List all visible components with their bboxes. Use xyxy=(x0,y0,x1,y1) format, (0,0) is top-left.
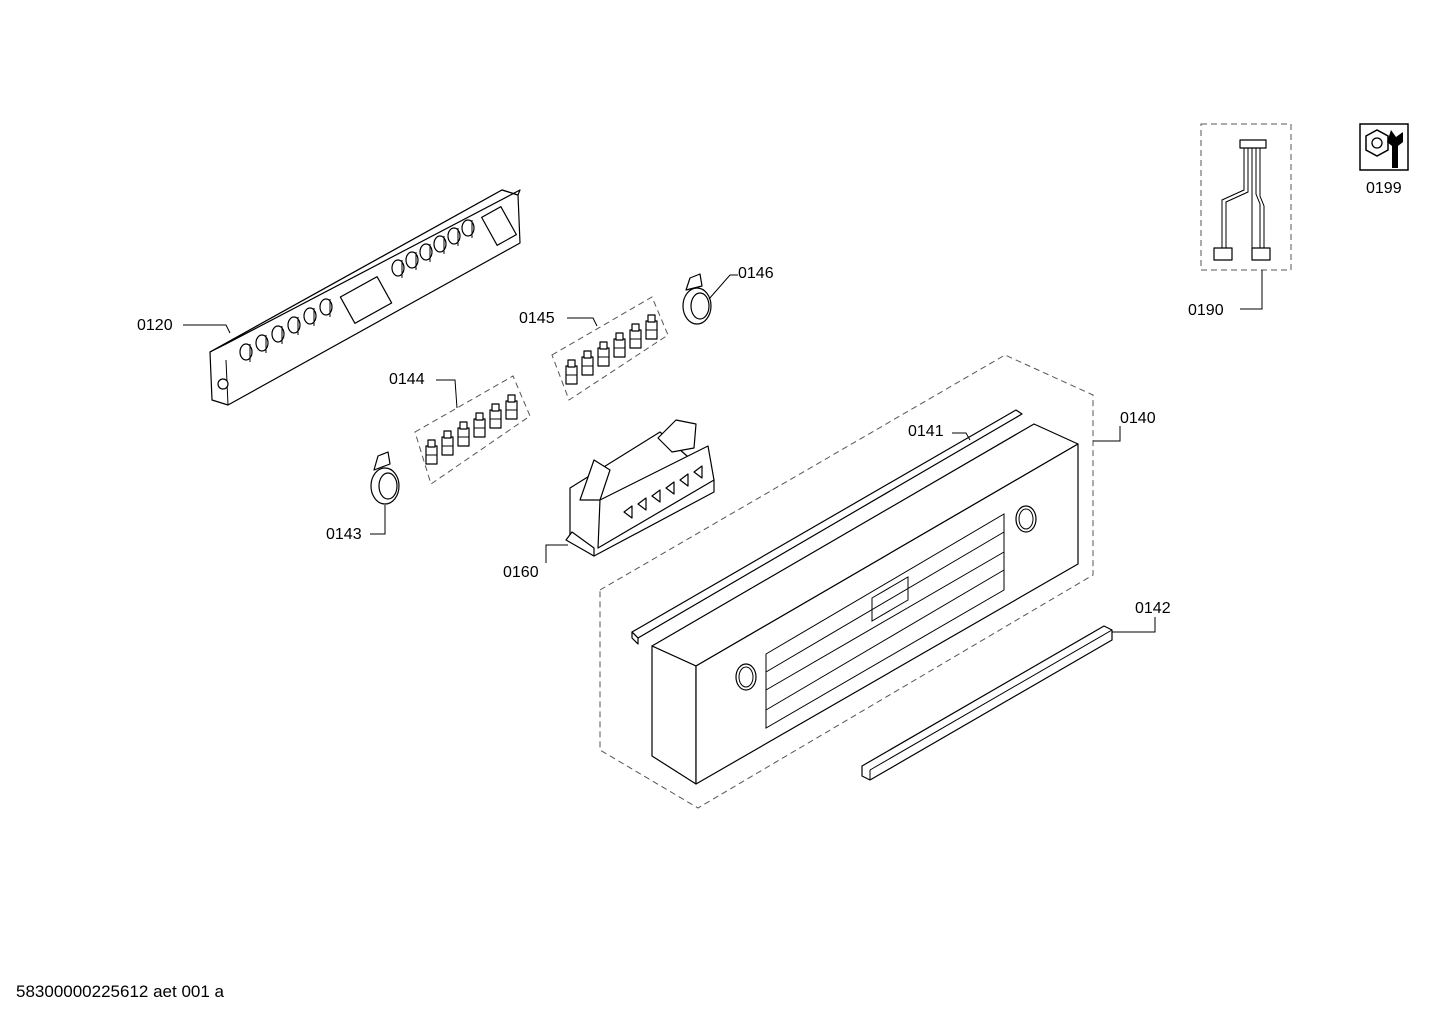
handle-rib xyxy=(693,465,703,479)
label-0190: 0190 xyxy=(1188,302,1224,319)
part-0160-handle[interactable] xyxy=(565,419,715,557)
label-0143: 0143 xyxy=(326,526,362,543)
part-0146-knob[interactable] xyxy=(682,273,712,325)
label-0160: 0160 xyxy=(503,564,539,581)
leader-0144 xyxy=(436,379,458,409)
switch-key xyxy=(565,359,578,385)
switch-key xyxy=(489,403,502,429)
leader-0145 xyxy=(567,317,598,327)
switch-key xyxy=(597,341,610,367)
label-0120: 0120 xyxy=(137,317,173,334)
leader-0160 xyxy=(545,544,568,563)
handle-rib xyxy=(651,489,661,503)
board-key xyxy=(255,334,269,353)
document-id: 58300000225612 aet 001 a xyxy=(16,982,224,1001)
switch-key xyxy=(473,412,486,438)
part-0145-button-strip[interactable] xyxy=(551,296,669,401)
part-0143-knob[interactable] xyxy=(370,451,400,505)
switch-key xyxy=(581,350,594,376)
label-0146: 0146 xyxy=(738,265,774,282)
label-0199: 0199 xyxy=(1366,180,1402,197)
label-0141: 0141 xyxy=(908,423,944,440)
leader-0190 xyxy=(1240,270,1263,310)
part-0140-control-panel[interactable] xyxy=(599,354,1094,809)
board-key xyxy=(391,259,405,278)
switch-key xyxy=(629,323,642,349)
label-0140: 0140 xyxy=(1120,410,1156,427)
label-0142: 0142 xyxy=(1135,600,1171,617)
part-0142-trim-strip[interactable] xyxy=(861,625,1113,781)
switch-key xyxy=(441,430,454,456)
board-key xyxy=(405,251,419,270)
switch-key xyxy=(457,421,470,447)
switch-key xyxy=(613,332,626,358)
board-key xyxy=(303,307,317,326)
board-key xyxy=(419,243,433,262)
leader-0141 xyxy=(952,432,971,441)
label-0144: 0144 xyxy=(389,371,425,388)
label-0145: 0145 xyxy=(519,310,555,327)
part-0120-control-module[interactable] xyxy=(209,189,521,406)
handle-rib xyxy=(665,481,675,495)
board-key xyxy=(287,316,301,335)
wrench-nut-icon[interactable] xyxy=(1359,123,1409,171)
board-key xyxy=(271,325,285,344)
board-key xyxy=(447,227,461,246)
part-0190-wiring-harness[interactable] xyxy=(1200,123,1292,271)
handle-rib xyxy=(623,505,633,519)
leader-0142 xyxy=(1112,617,1156,633)
part-0144-button-strip[interactable] xyxy=(414,375,531,485)
handle-rib xyxy=(679,473,689,487)
board-key xyxy=(461,219,475,238)
leader-0120 xyxy=(183,324,231,334)
board-key xyxy=(433,235,447,254)
board-key xyxy=(239,343,253,362)
switch-key xyxy=(505,394,518,420)
board-key xyxy=(319,298,333,317)
leader-0143 xyxy=(370,505,386,535)
handle-rib xyxy=(637,497,647,511)
leader-0140 xyxy=(1093,426,1121,442)
switch-key xyxy=(425,439,438,465)
switch-key xyxy=(645,314,658,340)
leader-0146 xyxy=(708,274,738,300)
